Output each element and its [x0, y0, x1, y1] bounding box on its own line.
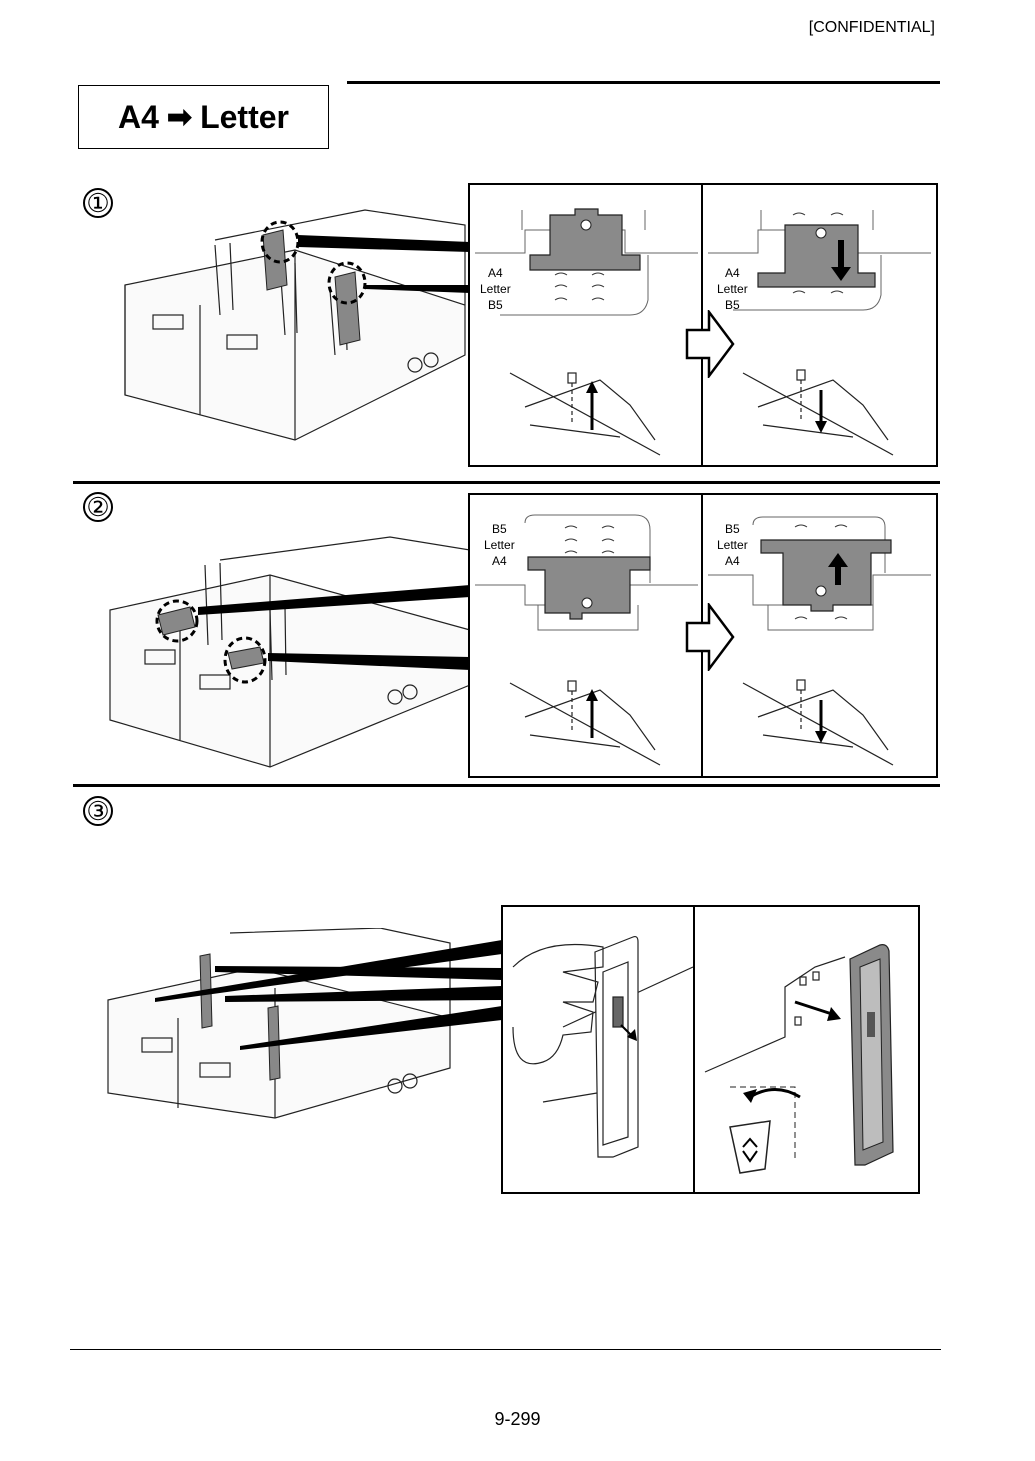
step-3-tray-illustration	[107, 928, 502, 1119]
size-labels: A4 Letter B5	[480, 265, 511, 313]
guide-after-illustration	[708, 210, 931, 456]
guide-after-illustration	[708, 516, 931, 766]
size-label: Letter	[480, 282, 511, 296]
footer-rule	[70, 1349, 941, 1350]
discard-guide-illustration	[704, 944, 894, 1174]
step-1-panel-left: A4 Letter B5	[468, 183, 703, 467]
title-from: A4	[118, 98, 159, 135]
size-labels: B5 Letter A4	[717, 521, 748, 569]
recycle-bin-icon	[729, 1120, 771, 1174]
step-2-number: ②	[83, 492, 113, 522]
size-label: Letter	[484, 538, 515, 552]
size-label: B5	[725, 298, 740, 312]
guide-before-illustration	[475, 514, 698, 766]
step-1-number: ①	[83, 188, 113, 218]
size-label: B5	[725, 522, 740, 536]
size-label: B5	[492, 522, 507, 536]
step-1-tray-illustration	[124, 209, 470, 441]
hollow-right-arrow-icon	[685, 603, 735, 671]
step-2-panel-left: B5 Letter A4	[468, 493, 703, 778]
step-2-tray-illustration	[109, 536, 471, 768]
guide-before-illustration	[475, 208, 698, 456]
size-label: A4	[725, 554, 740, 568]
step-3-number: ③	[83, 796, 113, 826]
size-label: A4	[492, 554, 507, 568]
size-label: B5	[488, 298, 503, 312]
hollow-right-arrow-icon	[685, 310, 735, 378]
highlight-circle	[327, 261, 367, 305]
size-labels: A4 Letter B5	[717, 265, 748, 313]
step-1-panel-right: A4 Letter B5	[701, 183, 938, 467]
right-arrow-icon: ➡	[166, 100, 193, 134]
highlight-circle	[223, 636, 267, 684]
step-2-panel-right: B5 Letter A4	[701, 493, 938, 778]
title-to: Letter	[200, 98, 289, 135]
size-label: Letter	[717, 538, 748, 552]
remove-guide-illustration	[512, 935, 693, 1158]
size-label: A4	[725, 266, 740, 280]
title-box: A4 ➡ Letter	[78, 85, 329, 149]
size-label: Letter	[717, 282, 748, 296]
section-divider	[73, 784, 940, 787]
title-rule	[347, 81, 940, 84]
step-3-panel-right	[693, 905, 920, 1194]
page-number: 9-299	[494, 1409, 541, 1429]
size-labels: B5 Letter A4	[484, 521, 515, 569]
step-3-panel-left	[501, 905, 695, 1194]
confidential-label: [CONFIDENTIAL]	[808, 19, 935, 36]
section-divider	[73, 481, 940, 484]
size-label: A4	[488, 266, 503, 280]
highlight-circle	[155, 599, 199, 643]
